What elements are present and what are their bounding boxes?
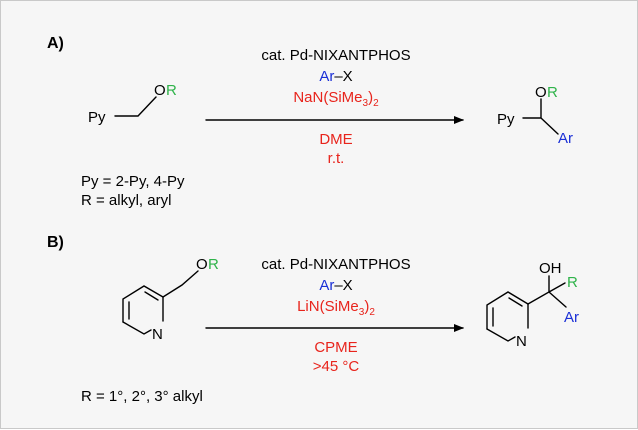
panel-b-reactant-r: R <box>208 256 219 273</box>
panel-a-product: Py O R Ar <box>497 84 573 147</box>
panel-b-product-ring-bonds-2 <box>486 328 516 342</box>
panel-b-base-pre: LiN(SiMe <box>297 298 359 315</box>
panel-a-solvent: DME <box>319 131 352 148</box>
panel-a-aryl-halide: Ar–X <box>319 68 352 85</box>
panel-b-base: LiN(SiMe3)2 <box>297 298 375 318</box>
panel-b-catalyst: cat. Pd-NIXANTPHOS <box>261 256 410 273</box>
panel-a-product-r: R <box>547 84 558 101</box>
panel-b-note-r: R = 1°, 2°, 3° alkyl <box>81 388 203 405</box>
panel-a-base-sub2: 2 <box>373 98 379 109</box>
panel-a-base-post: ) <box>368 89 373 106</box>
panel-a-base-sub: 3 <box>363 98 369 109</box>
panel-b-temp: >45 °C <box>313 358 360 375</box>
panel-b-ring-bonds-2 <box>122 321 152 335</box>
panel-b-x: –X <box>334 277 352 294</box>
panel-b-product-ring-bonds <box>486 291 529 330</box>
panel-b-base-sub: 3 <box>359 307 365 318</box>
panel-a-base-pre: NaN(SiMe <box>293 89 362 106</box>
panel-a-product-py: Py <box>497 111 515 128</box>
panel-a-base: NaN(SiMe3)2 <box>293 89 379 109</box>
panel-b-product-oh: OH <box>539 260 562 277</box>
panel-a-reactant-o: O <box>154 82 166 99</box>
panel-a-reactant-bonds <box>114 96 157 117</box>
panel-b-product-ring-double-bonds <box>492 297 523 327</box>
panel-a-ar: Ar <box>319 68 334 85</box>
panel-b-solvent: CPME <box>314 339 357 356</box>
panel-a-note-py: Py = 2-Py, 4-Py <box>81 173 185 190</box>
panel-a-reactant: Py O R <box>88 82 177 126</box>
panel-a-product-ar: Ar <box>558 130 573 147</box>
panel-b-product-n: N <box>516 333 527 350</box>
panel-a-reactant-r: R <box>166 82 177 99</box>
panel-b-reactant: N O R <box>122 256 219 343</box>
panel-a-reactant-py: Py <box>88 109 106 126</box>
panel-a-temp: r.t. <box>328 150 345 167</box>
panel-b-product-r: R <box>567 274 578 291</box>
panel-b-reactant-o: O <box>196 256 208 273</box>
panel-b-aryl-halide: Ar–X <box>319 277 352 294</box>
panel-b-product: N OH R Ar <box>486 260 579 350</box>
panel-a-catalyst: cat. Pd-NIXANTPHOS <box>261 47 410 64</box>
panel-b-base-sub2: 2 <box>369 307 375 318</box>
panel-b-side-chain <box>162 270 199 298</box>
panel-a-product-o: O <box>535 84 547 101</box>
panel-b-product-substituents <box>527 275 567 308</box>
panel-a-note-r: R = alkyl, aryl <box>81 192 171 209</box>
panel-a-product-bonds <box>522 98 559 135</box>
panel-b-product-ar: Ar <box>564 309 579 326</box>
panel-b-ring-double-bonds <box>128 291 159 320</box>
panel-b-label: B) <box>47 234 64 251</box>
panel-a-label: A) <box>47 35 64 52</box>
panel-b-ring-bonds <box>122 285 164 323</box>
panel-b-ar: Ar <box>319 277 334 294</box>
panel-b-reactant-n: N <box>152 326 163 343</box>
panel-b-base-post: ) <box>364 298 369 315</box>
panel-a-x: –X <box>334 68 352 85</box>
